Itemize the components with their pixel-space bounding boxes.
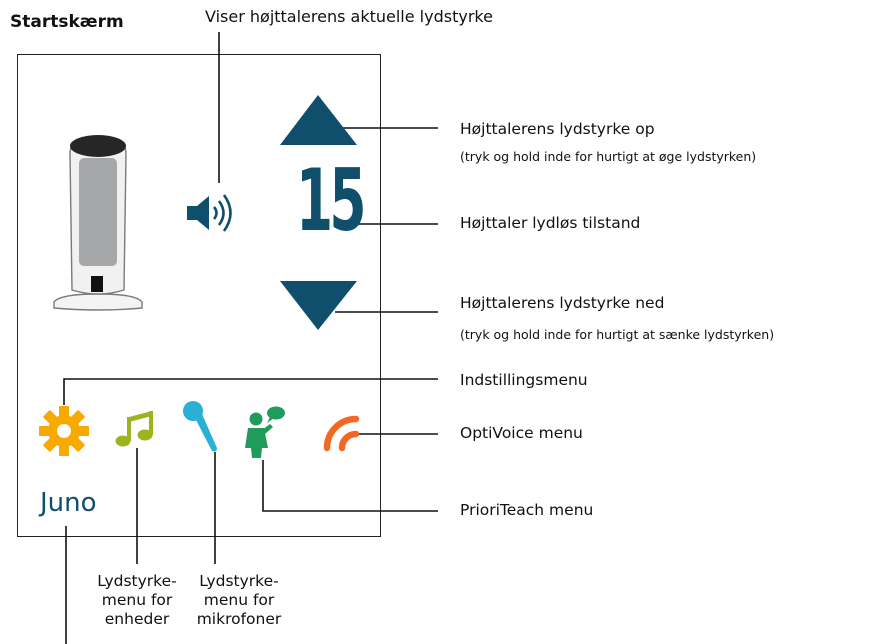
volume-level-display[interactable]: 15: [295, 151, 366, 251]
top-caption: Viser højttalerens aktuelle lydstyrke: [205, 7, 493, 26]
microphone-icon: [183, 401, 217, 452]
callout-optivoice-label: OptiVoice menu: [460, 424, 583, 442]
teacher-speech-icon: [245, 406, 285, 458]
optivoice-arc-icon: [323, 415, 360, 452]
callout-volume-down-label: Højttalerens lydstyrke ned: [460, 294, 665, 312]
music-note-icon: [115, 411, 153, 447]
callout-prioriteach-label: PrioriTeach menu: [460, 501, 594, 519]
gear-icon: [39, 406, 89, 456]
devices-menu-label-line2: menu for: [101, 590, 173, 609]
callout-line-prioriteach: [262, 460, 438, 512]
callout-settings-label: Indstillingsmenu: [460, 371, 588, 389]
speaker-device-icon: [53, 135, 143, 311]
callout-line-settings: [63, 378, 438, 405]
microphones-menu-label-line2: menu for: [203, 590, 275, 609]
devices-menu-label-line3: enheder: [104, 609, 170, 628]
devices-menu-label-line1: Lydstyrke-: [97, 572, 177, 590]
callout-volume-up-note: (tryk og hold inde for hurtigt at øge ly…: [460, 149, 757, 164]
microphones-menu-label-line3: mikrofoner: [196, 609, 282, 628]
microphones-menu-label: Lydstyrke- menu for mikrofoner: [187, 572, 291, 629]
microphones-menu-label-line1: Lydstyrke-: [199, 572, 279, 590]
callout-volume-up-label: Højttalerens lydstyrke op: [460, 120, 655, 138]
callout-volume-down-note: (tryk og hold inde for hurtigt at sænke …: [460, 327, 775, 342]
speaker-volume-icon: [187, 194, 232, 232]
volume-up-triangle-icon: [280, 95, 357, 145]
room-name: Juno: [40, 488, 97, 518]
callout-mute-label: Højttaler lydløs tilstand: [460, 214, 641, 232]
volume-down-triangle-icon: [280, 281, 357, 330]
devices-menu-label: Lydstyrke- menu for enheder: [86, 572, 188, 629]
diagram-title: Startskærm: [10, 12, 124, 32]
